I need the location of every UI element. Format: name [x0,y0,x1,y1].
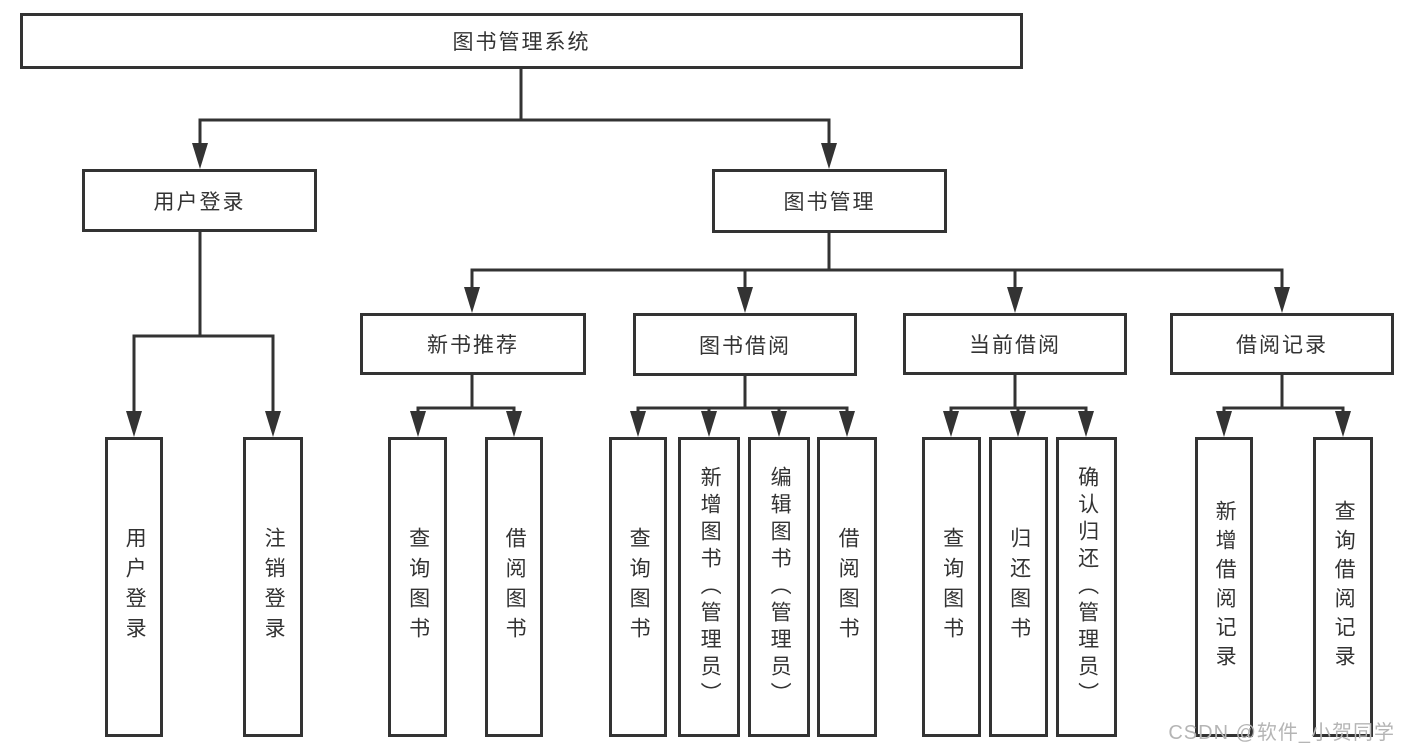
leaf-recommend-query-books: 查询图书 [388,437,447,737]
node-borrow-records-label: 借阅记录 [1236,334,1328,357]
node-book-borrow-label: 图书借阅 [699,334,791,358]
arrowhead-rc-add [1216,411,1232,437]
leaf-recommend-borrow-books-label: 借阅图书 [503,527,527,647]
leaf-current-return-books-label: 归还图书 [1007,527,1031,647]
leaf-user-login: 用户登录 [105,437,163,737]
leaf-logout-label: 注销登录 [262,527,286,647]
leaf-borrow-borrow-books-label: 借阅图书 [836,527,860,647]
leaf-recommend-query-books-label: 查询图书 [406,527,430,647]
arrowhead-recommend [464,287,480,313]
watermark: CSDN @软件_小贺同学 [1168,722,1395,744]
arrowhead-rc-query [1335,411,1351,437]
arrowhead-cur-confirm [1078,411,1094,437]
leaf-records-add-record: 新增借阅记录 [1195,437,1253,737]
leaf-borrow-query-books: 查询图书 [609,437,667,737]
leaf-current-return-books: 归还图书 [989,437,1048,737]
arrowhead-cur-query [943,411,959,437]
leaf-records-query-record: 查询借阅记录 [1313,437,1373,737]
arrowhead-leaf-login [126,411,142,437]
node-book-manage-label: 图书管理 [783,191,876,214]
node-current-borrow-label: 当前借阅 [969,334,1061,357]
arrowhead-bor-edit [771,411,787,437]
arrowhead-bor-add [701,411,717,437]
arrowhead-borrow [737,287,753,313]
arrowhead-current [1007,287,1023,313]
connector-root-to-level2 [198,69,831,152]
node-root-label: 图书管理系统 [452,31,591,54]
leaf-records-query-record-label: 查询借阅记录 [1332,500,1356,674]
node-book-borrow: 图书借阅 [633,313,857,376]
connector-records-to-leaves [1222,373,1345,420]
leaf-borrow-borrow-books: 借阅图书 [817,437,877,737]
arrowhead-bor-query [630,411,646,437]
arrowhead-manage [821,143,837,169]
leaf-borrow-query-books-label: 查询图书 [627,527,651,647]
connector-login-to-leaves [132,229,275,420]
node-user-login-label: 用户登录 [153,190,246,214]
node-book-manage: 图书管理 [712,169,947,233]
leaf-borrow-edit-books-admin-label: 编辑图书（管理员） [768,465,792,709]
leaf-current-confirm-return-admin-label: 确认归还（管理员） [1075,465,1099,709]
connector-borrow-to-leaves [636,374,849,420]
arrowhead-cur-return [1010,411,1026,437]
leaf-borrow-add-books-admin: 新增图书（管理员） [678,437,740,737]
leaf-records-add-record-label: 新增借阅记录 [1213,500,1237,674]
leaf-current-confirm-return-admin: 确认归还（管理员） [1056,437,1117,737]
node-root: 图书管理系统 [20,13,1023,69]
leaf-borrow-add-books-admin-label: 新增图书（管理员） [698,465,722,709]
node-current-borrow: 当前借阅 [903,313,1127,375]
leaf-user-login-label: 用户登录 [123,527,147,647]
leaf-recommend-borrow-books: 借阅图书 [485,437,543,737]
node-borrow-records: 借阅记录 [1170,313,1394,375]
connector-recommend-to-leaves [416,373,516,420]
leaf-logout: 注销登录 [243,437,303,737]
connector-manage-to-level3 [470,230,1284,296]
arrowhead-bor-borrow [839,411,855,437]
arrowhead-rec-borrow [506,411,522,437]
arrowhead-leaf-logout [265,411,281,437]
arrowhead-login [192,143,208,169]
leaf-borrow-edit-books-admin: 编辑图书（管理员） [748,437,810,737]
node-user-login: 用户登录 [82,169,317,232]
leaf-current-query-books-label: 查询图书 [940,527,964,647]
node-new-book-recommend: 新书推荐 [360,313,586,375]
arrowhead-rec-query [410,411,426,437]
node-new-book-recommend-label: 新书推荐 [427,334,519,357]
arrowhead-records [1274,287,1290,313]
leaf-current-query-books: 查询图书 [922,437,981,737]
